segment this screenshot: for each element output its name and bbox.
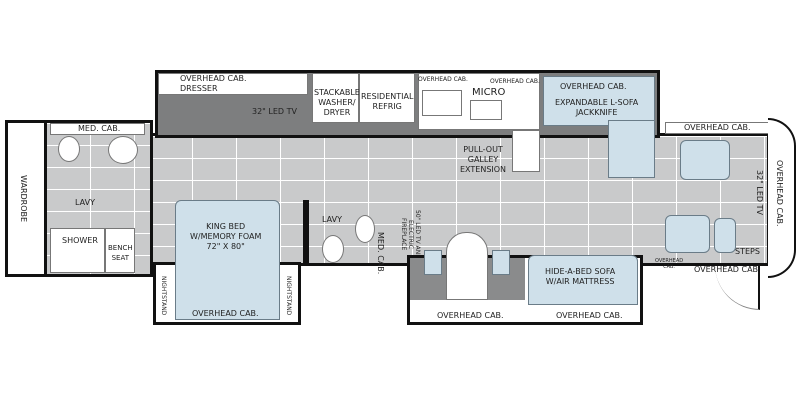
l-sofa-label: EXPANDABLE L-SOFA JACKKNIFE [555, 98, 639, 117]
rear-med-cab [50, 123, 145, 135]
cooktop [470, 100, 502, 120]
front-overhead-label: OVERHEAD CAB. [775, 160, 784, 227]
jump-seat [714, 218, 736, 253]
nightstand-right: NIGHTSTAND [285, 276, 292, 316]
mid-med-cab-label: MED. CAB. [376, 232, 385, 275]
washer-label: STACKABLE WASHER/ DRYER [314, 88, 360, 117]
slide-overhead-1-label: OVERHEAD CAB. [437, 311, 504, 320]
l-sofa [543, 76, 655, 126]
refrigerator [359, 73, 415, 123]
dinette-table[interactable] [446, 232, 488, 300]
cockpit-overhead-label: OVERHEAD CAB. [684, 123, 751, 132]
refrig-label: RESIDENTIAL REFRIG [361, 92, 414, 111]
hide-a-bed-label: HIDE-A-BED SOFA W/AIR MATTRESS [545, 267, 616, 286]
driver-seat [680, 140, 730, 180]
shower-label: SHOWER [62, 236, 98, 245]
mid-bath-wall [303, 200, 309, 265]
dinette-chair-right [492, 250, 510, 275]
hide-a-bed-sofa [528, 255, 638, 305]
shower [50, 228, 105, 273]
galley-overhead-2: OVERHEAD CAB. [490, 78, 540, 85]
front-cap [768, 118, 796, 278]
micro-label: MICRO [472, 87, 506, 98]
sink-double [422, 90, 462, 116]
rear-lavy-label: LAVY [75, 198, 95, 207]
mid-lavy-label: LAVY [322, 215, 342, 224]
dinette-chair-left [424, 250, 442, 275]
king-bed [175, 200, 280, 320]
steps-label: STEPS [735, 247, 760, 256]
bench-seat [105, 228, 135, 273]
mid-toilet [322, 235, 344, 263]
bench-seat-label: BENCH SEAT [108, 244, 133, 262]
galley-extension [512, 130, 540, 172]
toilet [58, 136, 80, 162]
fireplace-label: 50" LED TV AND ELECTRIC FIREPLACE [400, 210, 421, 259]
rear-med-cab-label: MED. CAB. [78, 124, 121, 133]
dresser-label: OVERHEAD CAB. DRESSER [180, 74, 247, 93]
bedroom-tv-label: 32" LED TV [252, 107, 297, 116]
washer-dryer [312, 73, 359, 123]
nightstand-left: NIGHTSTAND [160, 276, 167, 316]
sink [108, 136, 138, 164]
galley-ext-label: PULL-OUT GALLEY EXTENSION [460, 145, 507, 174]
slide-overhead-2-label: OVERHEAD CAB. [556, 311, 623, 320]
passenger-seat [665, 215, 710, 253]
front-tv-label: 32" LED TV [755, 170, 764, 215]
wardrobe-room [5, 120, 47, 277]
galley-overhead-1: OVERHEAD CAB. [418, 76, 468, 83]
bedroom-overhead-label: OVERHEAD CAB. [192, 309, 259, 318]
dresser [158, 73, 308, 95]
mid-sink [355, 215, 375, 243]
sofa-overhead-label: OVERHEAD CAB. [560, 82, 627, 91]
king-bed-label: KING BED W/MEMORY FOAM 72" X 80" [190, 222, 262, 251]
wardrobe-label: WARDROBE [19, 175, 28, 223]
small-overhead-label: OVERHEAD CAB. [655, 258, 684, 270]
l-sofa-leg [608, 120, 655, 178]
entry-door[interactable] [715, 265, 760, 310]
